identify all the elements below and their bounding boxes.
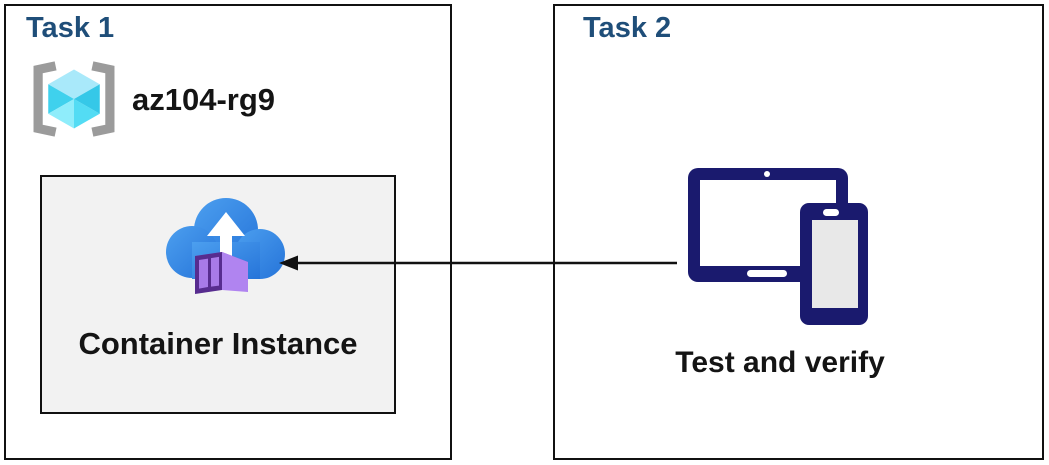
phone-shape (800, 203, 868, 325)
test-and-verify-label: Test and verify (675, 346, 885, 379)
container-instances-icon (166, 192, 286, 322)
upload-arrow (207, 212, 245, 268)
devices-icon (676, 160, 876, 335)
container-instances-icon-svg (166, 198, 285, 294)
container-instance-label: Container Instance (78, 326, 358, 361)
resource-group-icon (28, 60, 120, 143)
container-box-3d (195, 252, 248, 294)
resource-group-icon-svg (33, 61, 115, 137)
devices-icon-svg (688, 168, 868, 325)
task1-title: Task 1 (26, 12, 115, 44)
resource-group-name: az104-rg9 (132, 82, 276, 117)
task2-title: Task 2 (583, 12, 672, 44)
